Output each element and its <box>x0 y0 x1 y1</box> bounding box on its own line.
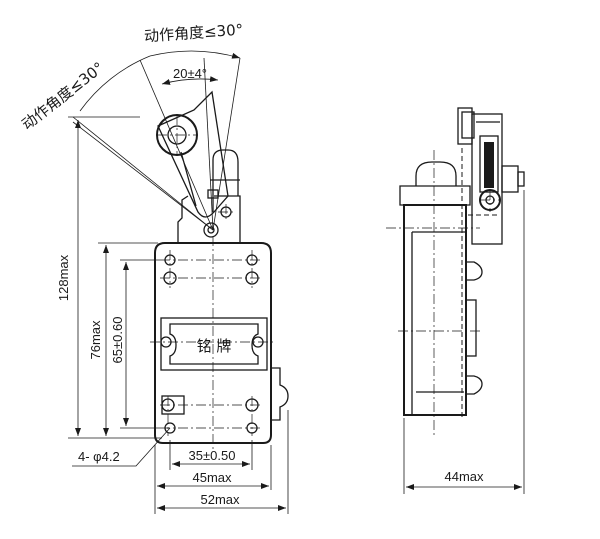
dim-holes: 4- φ4.2 <box>78 449 120 464</box>
angle-label-right: 动作角度≤30° <box>144 21 244 46</box>
dim-hole-spacing-v: 65±0.60 <box>110 317 125 364</box>
switch-body <box>154 242 272 444</box>
side-view: 44max <box>386 107 525 494</box>
side-body <box>403 204 467 416</box>
dim-width-52: 52max <box>200 492 240 507</box>
angle-label-left: 动作角度≤30° <box>18 58 107 133</box>
side-dome <box>415 161 457 186</box>
dim-total-height: 128max <box>56 254 71 301</box>
dim-depth: 44max <box>444 469 484 484</box>
hole-callout-leader <box>72 427 171 467</box>
dim-body-height: 76max <box>88 320 103 360</box>
lever-mechanism <box>156 90 241 243</box>
nameplate: 铭 牌 <box>160 317 268 371</box>
side-lever-head <box>457 107 525 245</box>
side-plunger <box>271 367 289 421</box>
side-hidden-lines <box>461 148 498 420</box>
vertical-dimensions <box>68 116 162 439</box>
front-view: 铭 牌 <box>18 21 289 514</box>
actuation-angle-lines <box>72 50 241 231</box>
angle-label-top: 20±4° <box>173 66 207 81</box>
side-centerlines <box>386 150 500 436</box>
front-centerlines <box>150 115 276 450</box>
lever-pivot <box>203 222 219 238</box>
lever-strip <box>484 142 494 188</box>
dim-width-45: 45max <box>192 470 232 485</box>
nameplate-label: 铭 牌 <box>197 337 232 355</box>
dim-hole-spacing-h: 35±0.50 <box>189 448 236 463</box>
horizontal-dimensions <box>154 410 289 514</box>
side-top-cap <box>399 185 471 206</box>
